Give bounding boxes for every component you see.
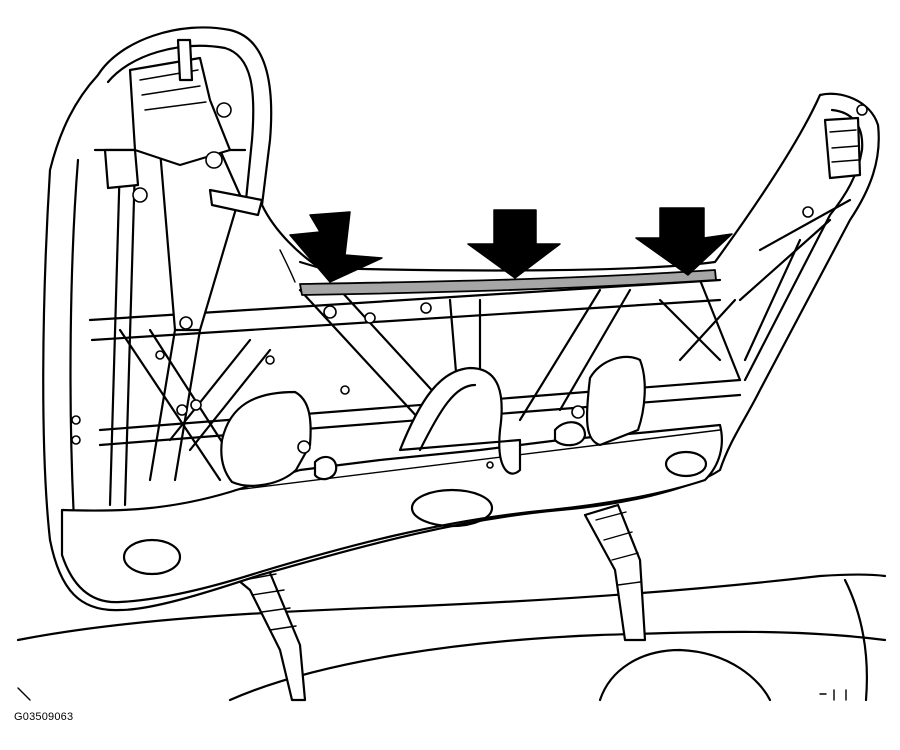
- right-strap: [583, 503, 647, 642]
- down-arrow-icon: [635, 207, 733, 276]
- bottom-rail: [60, 423, 723, 604]
- left-latch-mechanism: [103, 38, 232, 190]
- callout-arrows: [289, 207, 733, 283]
- down-arrow-icon: [289, 211, 383, 283]
- weatherstrip-highlight: [279, 249, 717, 296]
- figure-id-label: G03509063: [14, 711, 74, 723]
- right-corner-mechanism: [738, 116, 862, 362]
- center-guide-block: [398, 366, 522, 475]
- vehicle-body-outline: [16, 573, 887, 702]
- down-arrow-icon: [467, 209, 561, 279]
- fasteners: [71, 102, 868, 469]
- left-strap: [230, 566, 307, 702]
- right-guide-block: [553, 355, 646, 447]
